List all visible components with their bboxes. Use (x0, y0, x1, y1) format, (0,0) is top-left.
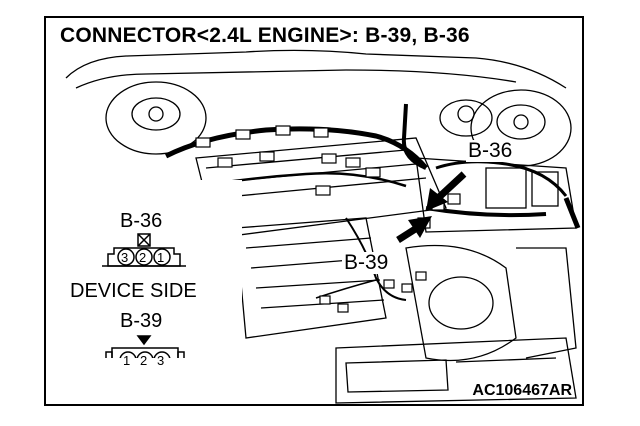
connector-legend: B-36 3 2 1 DEVICE SIDE B-39 (46, 180, 242, 358)
b39-pin-1: 1 (123, 353, 131, 368)
b36-pin-1: 1 (157, 250, 165, 265)
legend-device-side: DEVICE SIDE (70, 280, 197, 302)
callout-b36: B-36 (466, 139, 515, 162)
legend-b39-label: B-39 (120, 310, 163, 332)
b39-pin-2: 2 (140, 353, 148, 368)
b36-pin-3: 3 (121, 250, 129, 265)
b36-pin-2: 2 (139, 250, 147, 265)
callout-b39: B-39 (342, 251, 391, 274)
diagram-frame: CONNECTOR<2.4L ENGINE>: B-39, B-36 B-36 … (44, 16, 584, 406)
b36-arrow-shaft (433, 171, 467, 203)
diagram-title: CONNECTOR<2.4L ENGINE>: B-39, B-36 (60, 24, 474, 48)
b39-pin-3: 3 (157, 353, 165, 368)
b36-connector-face (102, 233, 186, 358)
legend-b36-label: B-36 (120, 210, 163, 232)
figure-code: AC106467AR (472, 382, 572, 399)
